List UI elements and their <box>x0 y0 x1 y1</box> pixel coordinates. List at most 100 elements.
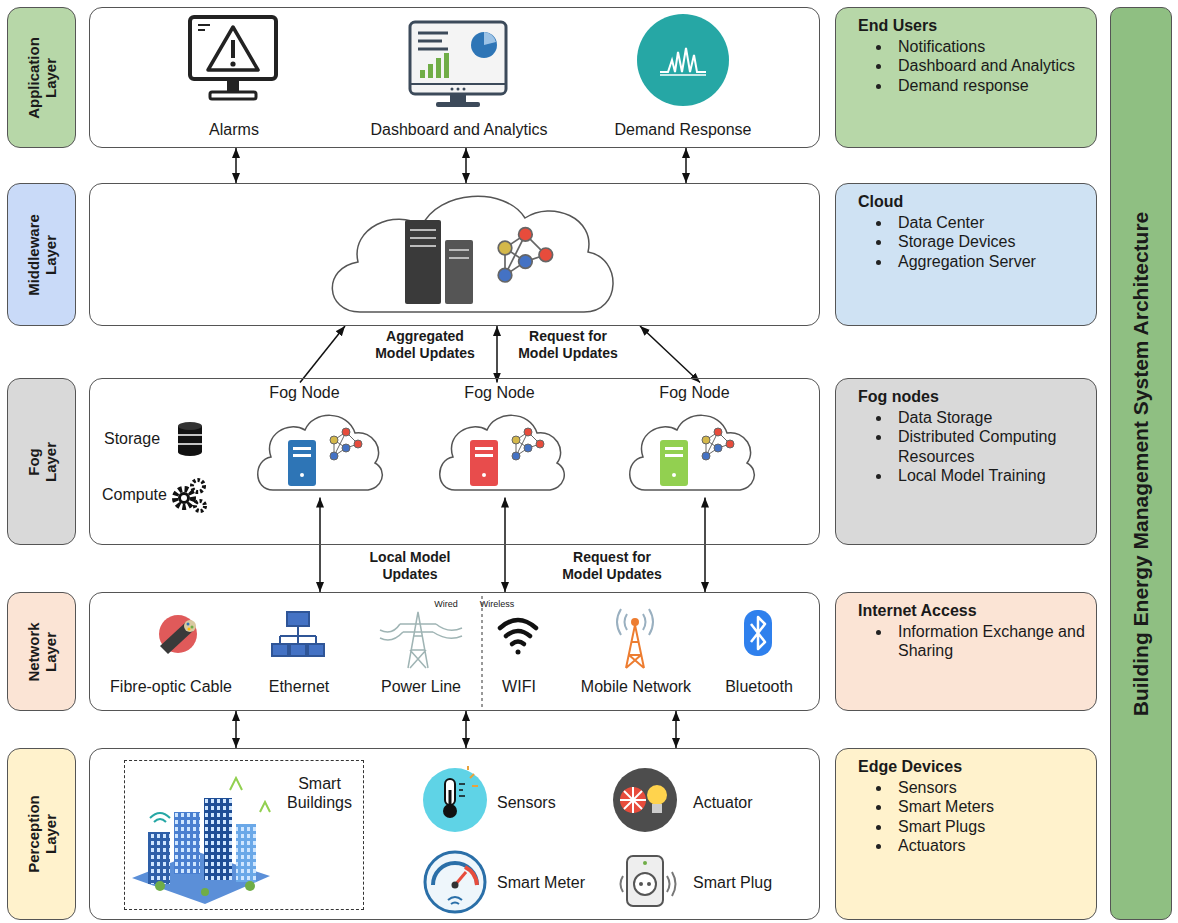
cloud-icon <box>332 196 613 312</box>
item-label: Mobile Network <box>561 677 711 696</box>
bullet-row: Dashboard and Analytics <box>836 56 1088 76</box>
label-slot: Bluetooth <box>704 677 814 696</box>
description-column: End UsersNotificationsDashboard and Anal… <box>836 8 1096 101</box>
bullet-row: Smart Plugs <box>836 817 1088 837</box>
bullet-dot <box>876 416 881 421</box>
label-slot: Wired <box>426 599 466 610</box>
flow-arrow <box>685 148 687 183</box>
item-label: Sensors <box>497 793 607 812</box>
smart-plug-icon <box>621 856 676 906</box>
description-box: Fog nodesData StorageDistributed Computi… <box>835 378 1097 545</box>
label-slot: Power Line <box>366 677 476 696</box>
description-box: Edge DevicesSensorsSmart MetersSmart Plu… <box>835 748 1097 920</box>
bullet-row: Information Exchange and Sharing <box>836 622 1088 661</box>
bullet-dot <box>876 630 881 635</box>
bullet-dot <box>876 825 881 830</box>
label-slot: Fog Node <box>625 384 765 402</box>
bullet-item: Demand response <box>898 76 1088 96</box>
bullet-row: Distributed Computing Resources <box>836 427 1088 466</box>
label-slot: Network Layer <box>24 622 59 681</box>
layer-name: Application Layer <box>24 37 59 119</box>
layer-panel: AlarmsDashboard and AnalyticsDemand Resp… <box>89 7 820 148</box>
label-slot: Mobile Network <box>561 677 711 696</box>
fog-node-label: Fog Node <box>625 384 765 402</box>
heading-slot: Internet Access <box>836 601 1088 622</box>
wifi-icon <box>500 620 536 655</box>
layer-label-box: Perception Layer <box>7 748 76 920</box>
item-label: Power Line <box>366 677 476 696</box>
label-slot: Fibre-optic Cable <box>96 677 246 696</box>
layer-label-box: Fog Layer <box>7 378 76 545</box>
dashboard-icon <box>410 22 506 107</box>
bullet-item: Aggregation Server <box>898 252 1088 272</box>
edge-label-slot: Local Model Updates <box>360 549 460 583</box>
flow-arrow <box>235 148 237 183</box>
heading-slot: Fog nodes <box>836 387 1088 408</box>
fog-node: Fog Node <box>430 383 570 498</box>
actuator-icon <box>613 768 677 832</box>
bullet-row: Local Model Training <box>836 466 1088 486</box>
box-heading: Cloud <box>836 192 1088 213</box>
item-label: Smart Buildings <box>280 774 360 812</box>
label-slot: WIFI <box>479 677 559 696</box>
bullet-item: Actuators <box>898 836 1088 856</box>
layer-panel: Smart BuildingsSensorsActuatorSmart Mete… <box>89 748 820 920</box>
label-slot: Perception Layer <box>24 795 59 873</box>
flow-arrow <box>235 711 237 748</box>
bullet-row: Data Center <box>836 213 1088 233</box>
item-label: WIFI <box>479 677 559 696</box>
flow-arrow <box>300 326 345 383</box>
label-slot: Demand Response <box>583 120 783 139</box>
label-slot: Sensors <box>497 793 607 812</box>
bullet-item: Distributed Computing Resources <box>898 427 1088 466</box>
layer-panel: Fibre-optic CableEthernet Power LineWIFIM… <box>89 592 820 711</box>
bullet-item: Notifications <box>898 37 1088 57</box>
smart-buildings-illustration <box>132 778 270 904</box>
label-slot: Middleware Layer <box>24 214 59 296</box>
flow-arrow <box>640 326 700 383</box>
flow-arrow <box>465 148 467 183</box>
layer-panel: Fog NodeFog NodeFog NodeStorageCompute <box>89 378 820 545</box>
bullet-dot <box>876 844 881 849</box>
bullet-item: Smart Meters <box>898 797 1088 817</box>
label-slot: Compute <box>102 485 192 504</box>
layer-panel <box>89 183 820 326</box>
edge-label-slot: Request for Model Updates <box>508 328 628 362</box>
alarm-icon <box>190 17 276 99</box>
item-label: Demand Response <box>583 120 783 139</box>
fog-node: Fog Node <box>625 383 765 498</box>
description-column: Fog nodesData StorageDistributed Computi… <box>836 379 1096 492</box>
title-band: Building Energy Management System Archit… <box>1110 7 1172 920</box>
smart-meter-icon <box>425 852 485 912</box>
label-slot: Ethernet <box>244 677 354 696</box>
smart-buildings-group: Smart Buildings <box>124 760 364 910</box>
item-label: Alarms <box>134 120 334 139</box>
storage-icon <box>178 422 202 456</box>
bullet-item: Data Center <box>898 213 1088 233</box>
fog-cloud-icon <box>258 415 755 490</box>
wired-wireless-divider <box>482 596 483 708</box>
mobile-tower-icon <box>617 609 653 668</box>
bullet-item: Smart Plugs <box>898 817 1088 837</box>
item-label: Storage <box>104 429 194 448</box>
bullet-dot <box>876 474 881 479</box>
layer-name: Network Layer <box>24 622 59 681</box>
bullet-item: Sensors <box>898 778 1088 798</box>
description-box: CloudData CenterStorage DevicesAggregati… <box>835 183 1097 326</box>
bullet-dot <box>876 240 881 245</box>
ethernet-icon <box>272 612 324 656</box>
bullet-item: Information Exchange and Sharing <box>898 622 1088 661</box>
label-slot: Alarms <box>134 120 334 139</box>
label-slot: Fog Layer <box>24 441 59 481</box>
layer-label-box: Network Layer <box>7 592 76 711</box>
flow-arrow <box>465 711 467 748</box>
description-box: End UsersNotificationsDashboard and Anal… <box>835 7 1097 148</box>
heading-slot: End Users <box>836 16 1088 37</box>
fog-node-label: Fog Node <box>430 384 570 402</box>
description-column: Internet AccessInformation Exchange and … <box>836 593 1096 667</box>
bullet-item: Data Storage <box>898 408 1088 428</box>
bullet-dot <box>876 221 881 226</box>
description-column: Edge DevicesSensorsSmart MetersSmart Plu… <box>836 749 1096 862</box>
description-box: Internet AccessInformation Exchange and … <box>835 592 1097 711</box>
